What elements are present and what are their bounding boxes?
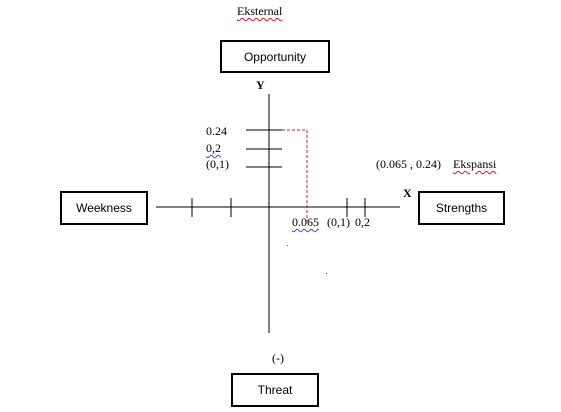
strengths-label: Strengths [435,201,488,215]
x-tick-label-02: 0,2 [355,215,370,229]
y-tick-label-01: (0,1) [206,157,229,171]
weekness-box: Weekness [60,191,148,225]
y-tick-label-02: 0,2 [206,141,221,155]
eksternal-label: Eksternal [237,4,283,18]
opportunity-label: Opportunity [243,49,307,64]
quadrant-label-ekspansi: Ekspansi [453,157,497,171]
x-tick-label-0065: 0.065 [292,215,319,229]
y-axis-label: Y [256,78,265,92]
opportunity-box: Opportunity [220,40,330,73]
negative-sign-label: (-) [272,351,284,365]
y-tick-label-024: 0.24 [206,124,227,138]
threat-label: Threat [257,383,293,397]
weekness-label: Weekness [76,201,132,215]
x-axis-label: X [403,186,412,200]
strengths-box: Strengths [418,191,505,225]
x-tick-label-01: (0,1) [327,215,350,229]
threat-box: Threat [231,373,319,407]
point-coordinate-label: (0.065 , 0.24) [376,157,441,171]
stray-dot-2 [326,273,327,274]
stray-dot-1 [287,245,288,246]
